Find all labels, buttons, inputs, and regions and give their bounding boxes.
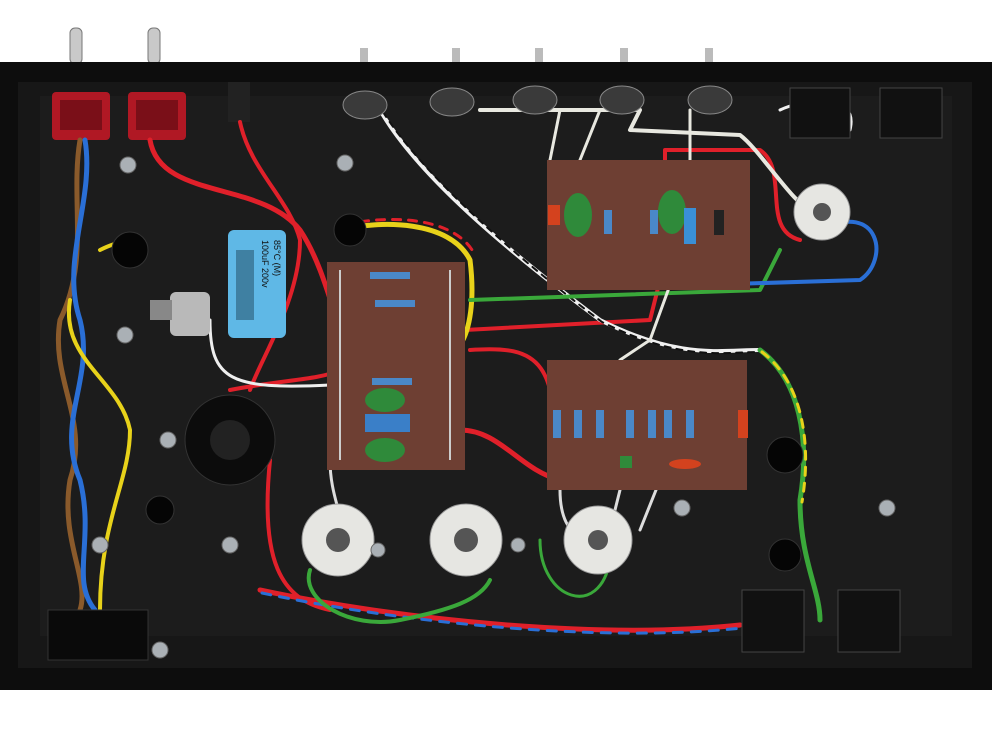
mains-wires bbox=[55, 137, 142, 613]
capacitor-label-2: 85°C (M) bbox=[272, 240, 282, 276]
circuit-board-left bbox=[327, 262, 465, 470]
power-inlet-sockets bbox=[52, 82, 250, 140]
circuit-board-top-right bbox=[547, 160, 750, 290]
toggle-switches bbox=[69, 27, 713, 65]
rca-jacks bbox=[47, 87, 943, 661]
circuit-board-bottom-right bbox=[547, 360, 748, 490]
tube-sockets bbox=[184, 183, 851, 577]
potentiometers bbox=[342, 85, 733, 120]
grommets bbox=[111, 213, 804, 572]
capacitor-label-1: 100uF 200v bbox=[260, 240, 270, 288]
choke bbox=[150, 292, 210, 336]
electrolytic-capacitor: 100uF 200v 85°C (M) bbox=[228, 230, 286, 338]
screws bbox=[91, 154, 896, 659]
